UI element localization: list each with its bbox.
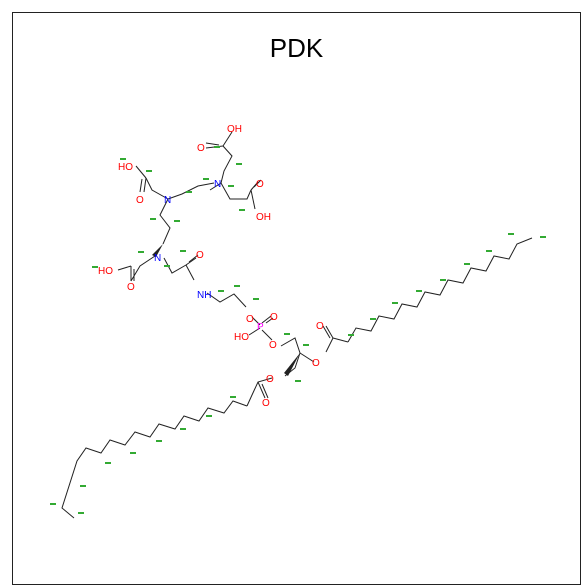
- atom-nh: NH: [197, 290, 211, 301]
- atom-o-9: O: [312, 358, 320, 369]
- double-bond-lines: [133, 142, 331, 399]
- atom-o-5: O: [196, 250, 204, 261]
- atom-o-1: O: [197, 143, 205, 154]
- atom-p: P: [257, 322, 264, 333]
- figure-title: PDK: [269, 33, 324, 63]
- atom-o-10: O: [316, 321, 324, 332]
- atom-o-6: O: [246, 314, 254, 325]
- atom-o-3: O: [256, 179, 264, 190]
- atom-o-8: O: [269, 340, 277, 351]
- atom-ho-3: HO: [234, 332, 249, 343]
- atom-o-12: O: [262, 398, 270, 409]
- atom-n-1: N: [164, 195, 171, 206]
- atom-ho-2: HO: [98, 266, 113, 277]
- wedge-bond-1: [152, 244, 163, 257]
- atom-o-2: O: [136, 195, 144, 206]
- atom-labels: OH O HO O N O OH N N HO O O NH O P O HO …: [98, 124, 324, 409]
- atom-o-7: O: [270, 312, 278, 323]
- figure-frame: PDK: [12, 12, 581, 585]
- atom-ho-1: HO: [118, 162, 133, 173]
- atom-oh-2: OH: [256, 212, 271, 223]
- atom-oh-1: OH: [227, 124, 242, 135]
- wedge-bond-2: [284, 353, 300, 376]
- atom-o-4: O: [127, 282, 135, 293]
- hydrogen-marks: [50, 146, 546, 514]
- atom-o-11: O: [266, 374, 274, 385]
- atom-n-2: N: [214, 179, 221, 190]
- bond-lines: [61, 131, 533, 519]
- atom-n-3: N: [154, 253, 161, 264]
